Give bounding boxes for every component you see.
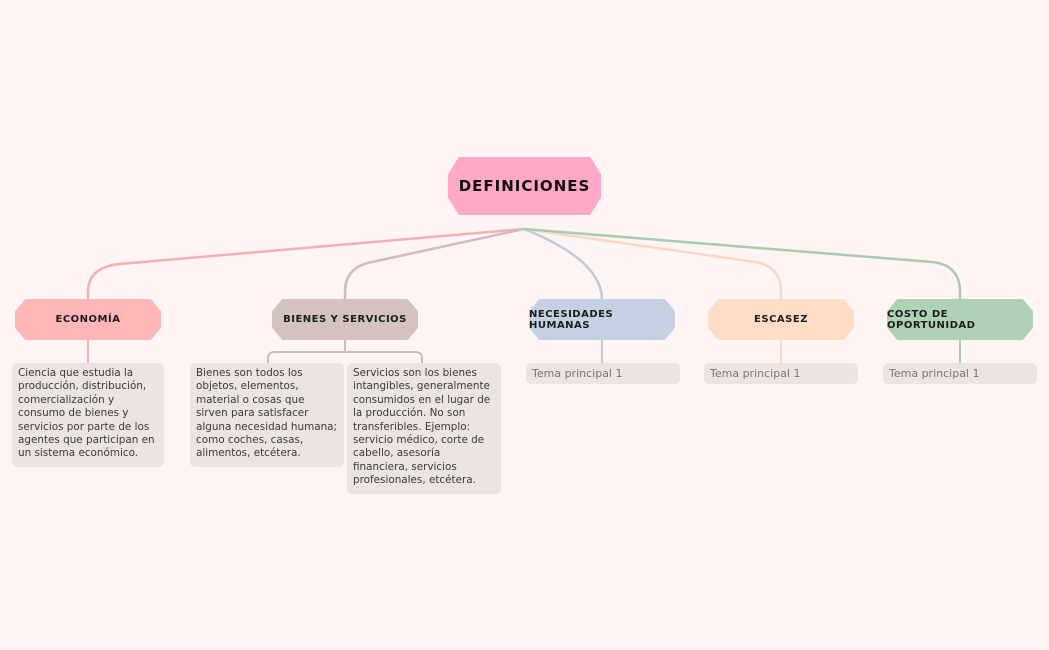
topic-necesidades-humanas[interactable]: NECESIDADES HUMANAS [529,299,675,340]
root-topic-definiciones[interactable]: DEFINICIONES [448,157,601,215]
note-servicios[interactable]: Servicios son los bienes intangibles, ge… [347,363,501,494]
connector-necesidades-humanas [523,227,604,301]
topic-bienes-servicios[interactable]: BIENES Y SERVICIOS [272,299,418,340]
topic-escasez[interactable]: ESCASEZ [708,299,854,340]
note-bienes[interactable]: Bienes son todos los objetos, elementos,… [190,363,344,467]
connector-escasez [523,227,783,300]
stem-bienes-servicios [267,340,423,364]
topic-economia[interactable]: ECONOMÍA [15,299,161,340]
connector-economia [86,227,525,300]
note-economia[interactable]: Ciencia que estudia la producción, distr… [12,363,164,467]
note-costo-oportunidad[interactable]: Tema principal 1 [883,363,1037,384]
connector-costo-oportunidad [523,227,962,300]
connector-bienes-servicios [343,227,525,300]
note-escasez[interactable]: Tema principal 1 [704,363,858,384]
note-necesidades-humanas[interactable]: Tema principal 1 [526,363,680,384]
topic-costo-oportunidad[interactable]: COSTO DE OPORTUNIDAD [887,299,1033,340]
